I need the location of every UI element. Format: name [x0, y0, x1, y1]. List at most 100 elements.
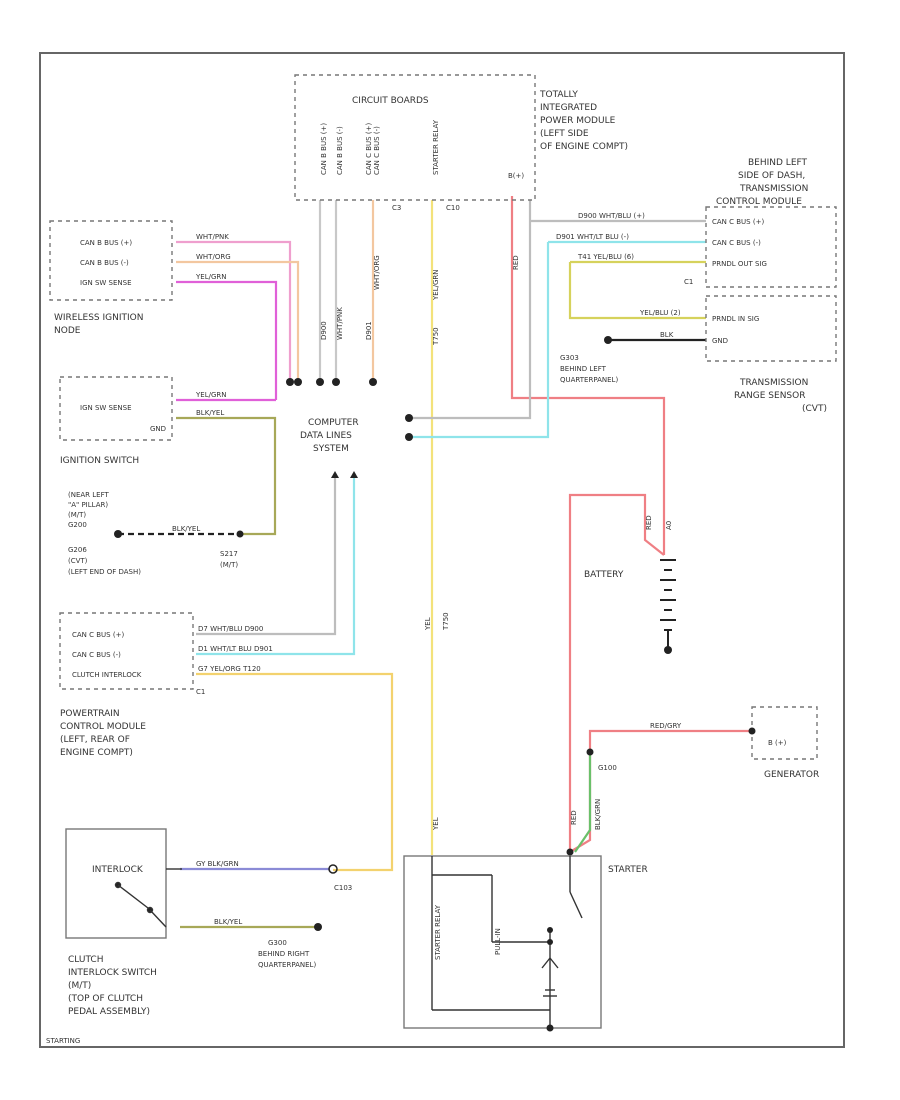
svg-text:INTEGRATED: INTEGRATED — [540, 103, 597, 113]
svg-text:CLUTCH INTERLOCK: CLUTCH INTERLOCK — [72, 671, 142, 679]
svg-text:CAN B BUS (+): CAN B BUS (+) — [320, 123, 328, 175]
svg-text:D901: D901 — [365, 321, 373, 340]
svg-text:TOTALLY: TOTALLY — [539, 90, 578, 100]
svg-text:G300: G300 — [268, 939, 287, 947]
svg-text:TRANSMISSION: TRANSMISSION — [739, 184, 808, 194]
svg-text:D7 WHT/BLU D900: D7 WHT/BLU D900 — [198, 625, 263, 633]
g300-label: G300 BEHIND RIGHT QUARTERPANEL) — [258, 939, 316, 969]
g100-ground-dot — [586, 748, 594, 756]
svg-text:WHT/ORG: WHT/ORG — [373, 255, 381, 290]
wire-pink — [176, 240, 292, 381]
svg-text:CAN C BUS (-): CAN C BUS (-) — [72, 651, 121, 659]
relay-label-1: STARTER RELAY — [434, 904, 442, 960]
trs-box — [705, 295, 837, 362]
svg-text:CAN C BUS (-): CAN C BUS (-) — [712, 239, 761, 247]
svg-text:QUARTERPANEL): QUARTERPANEL) — [258, 961, 316, 969]
ign-pins: IGN SW SENSE GND — [80, 404, 166, 433]
g300-ground-dot — [314, 923, 322, 931]
svg-text:(CVT): (CVT) — [68, 557, 88, 565]
generator-terminal — [748, 727, 756, 735]
svg-text:IGN SW SENSE: IGN SW SENSE — [80, 279, 132, 287]
svg-text:PRNDL OUT SIG: PRNDL OUT SIG — [712, 260, 767, 268]
svg-text:TRANSMISSION: TRANSMISSION — [739, 378, 808, 388]
wire-pcm-gray — [196, 478, 337, 636]
svg-text:CONTROL MODULE: CONTROL MODULE — [716, 197, 802, 207]
svg-text:G200: G200 — [68, 521, 87, 529]
c103-connector — [328, 864, 338, 874]
wire-ign-olive — [176, 416, 277, 536]
wire-orange — [176, 260, 300, 381]
svg-text:(M/T): (M/T) — [68, 511, 86, 519]
wire-red-battery — [510, 196, 666, 555]
generator-wire-label: RED/GRY — [650, 722, 682, 730]
svg-text:CONTROL MODULE: CONTROL MODULE — [60, 722, 146, 732]
svg-text:G7 YEL/ORG T120: G7 YEL/ORG T120 — [198, 665, 261, 673]
generator-label: GENERATOR — [764, 770, 819, 780]
clutch-switch-label: CLUTCH INTERLOCK SWITCH (M/T) (TOP OF CL… — [68, 955, 157, 1017]
svg-text:"A" PILLAR): "A" PILLAR) — [68, 501, 108, 509]
wireless-pins: CAN B BUS (+) CAN B BUS (-) IGN SW SENSE — [80, 239, 132, 287]
g200-label: (NEAR LEFT "A" PILLAR) (M/T) G200 G206 (… — [68, 491, 141, 576]
svg-text:(NEAR LEFT: (NEAR LEFT — [68, 491, 109, 499]
yellow-vertical-label-2: T750 — [442, 612, 450, 631]
cyan-tcm-wire-label: D901 WHT/LT BLU (-) — [556, 233, 629, 241]
svg-text:(TOP OF CLUTCH: (TOP OF CLUTCH — [68, 994, 143, 1004]
yellow-vertical-label-3: YEL — [432, 817, 440, 831]
svg-text:WHT/PNK: WHT/PNK — [196, 233, 229, 241]
interlock-label: INTERLOCK — [92, 865, 144, 875]
svg-text:COMPUTER: COMPUTER — [308, 418, 359, 428]
starter-internals — [431, 856, 583, 1028]
svg-text:(CVT): (CVT) — [802, 404, 827, 414]
clutch-switch-box — [65, 828, 167, 939]
tipm-label: TOTALLY INTEGRATED POWER MODULE (LEFT SI… — [539, 90, 628, 152]
svg-text:S217: S217 — [220, 550, 238, 558]
starter-b-terminal — [566, 848, 574, 856]
wireless-wire-labels: WHT/PNK WHT/ORG YEL/GRN — [195, 233, 231, 281]
prndl-in-label: YEL/BLU (2) — [639, 309, 681, 317]
tipm-box — [294, 74, 536, 201]
g303-ground-dot — [604, 336, 612, 344]
ign-wire-label: YEL/GRN — [195, 391, 226, 399]
battery-wire-label-1: RED — [645, 515, 653, 530]
starter-box — [403, 855, 602, 1029]
svg-text:CAN C BUS (+): CAN C BUS (+) — [72, 631, 124, 639]
g100-wire-label: BLK/GRN — [594, 799, 602, 830]
wire-pcm-cyan — [196, 478, 356, 656]
cds-top-connectors — [286, 378, 377, 386]
tipm-vertical-wire-labels: D900 WHT/PNK D901 WHT/ORG YEL/GRN T750 — [320, 255, 440, 346]
svg-text:SIDE OF DASH,: SIDE OF DASH, — [738, 171, 805, 181]
svg-text:DATA LINES: DATA LINES — [300, 431, 352, 441]
svg-text:G303: G303 — [560, 354, 579, 362]
wire-g100 — [574, 755, 592, 853]
s217-splice — [236, 530, 244, 538]
starter-label: STARTER — [608, 865, 648, 875]
yellow-vertical-label-1: YEL — [424, 617, 432, 631]
svg-text:ENGINE COMPT): ENGINE COMPT) — [60, 748, 133, 758]
svg-text:(M/T): (M/T) — [68, 981, 91, 991]
battery-wire-label-2: A0 — [665, 521, 673, 530]
relay-label-2: PULL-IN — [494, 928, 502, 955]
wire-pcm-yellow — [196, 672, 394, 872]
interlock-wire-label: GY BLK/GRN — [196, 860, 239, 868]
svg-text:WIRELESS IGNITION: WIRELESS IGNITION — [54, 313, 143, 323]
wire-magenta-1 — [176, 280, 278, 400]
svg-text:WHT/PNK: WHT/PNK — [336, 307, 344, 340]
ignition-switch-label: IGNITION SWITCH — [60, 456, 139, 466]
gray-tcm-wire-label: D900 WHT/BLU (+) — [578, 212, 645, 220]
generator-pin-label: B (+) — [768, 739, 787, 747]
svg-text:QUARTERPANEL): QUARTERPANEL) — [560, 376, 618, 384]
starter-red-wire-label: RED — [570, 810, 578, 825]
g200-ground-dot — [114, 530, 122, 538]
wire-cyan-tcm — [410, 240, 706, 439]
battery-negative-dot — [664, 646, 672, 654]
tipm-column-labels: CAN B BUS (+) CAN B BUS (-) CAN C BUS (+… — [320, 119, 524, 212]
svg-text:D1 WHT/LT BLU D901: D1 WHT/LT BLU D901 — [198, 645, 273, 653]
svg-text:T750: T750 — [432, 327, 440, 346]
pcm-wire-labels: D7 WHT/BLU D900 D1 WHT/LT BLU D901 G7 YE… — [198, 625, 273, 673]
svg-text:C3: C3 — [392, 204, 401, 212]
trs-gnd-wire-label: BLK — [660, 331, 674, 339]
svg-text:CAN C BUS (-): CAN C BUS (-) — [373, 126, 381, 175]
pcm-pins: CAN C BUS (+) CAN C BUS (-) CLUTCH INTER… — [72, 631, 205, 696]
starter-dots — [546, 927, 554, 1032]
svg-text:PRNDL IN SIG: PRNDL IN SIG — [712, 315, 759, 323]
